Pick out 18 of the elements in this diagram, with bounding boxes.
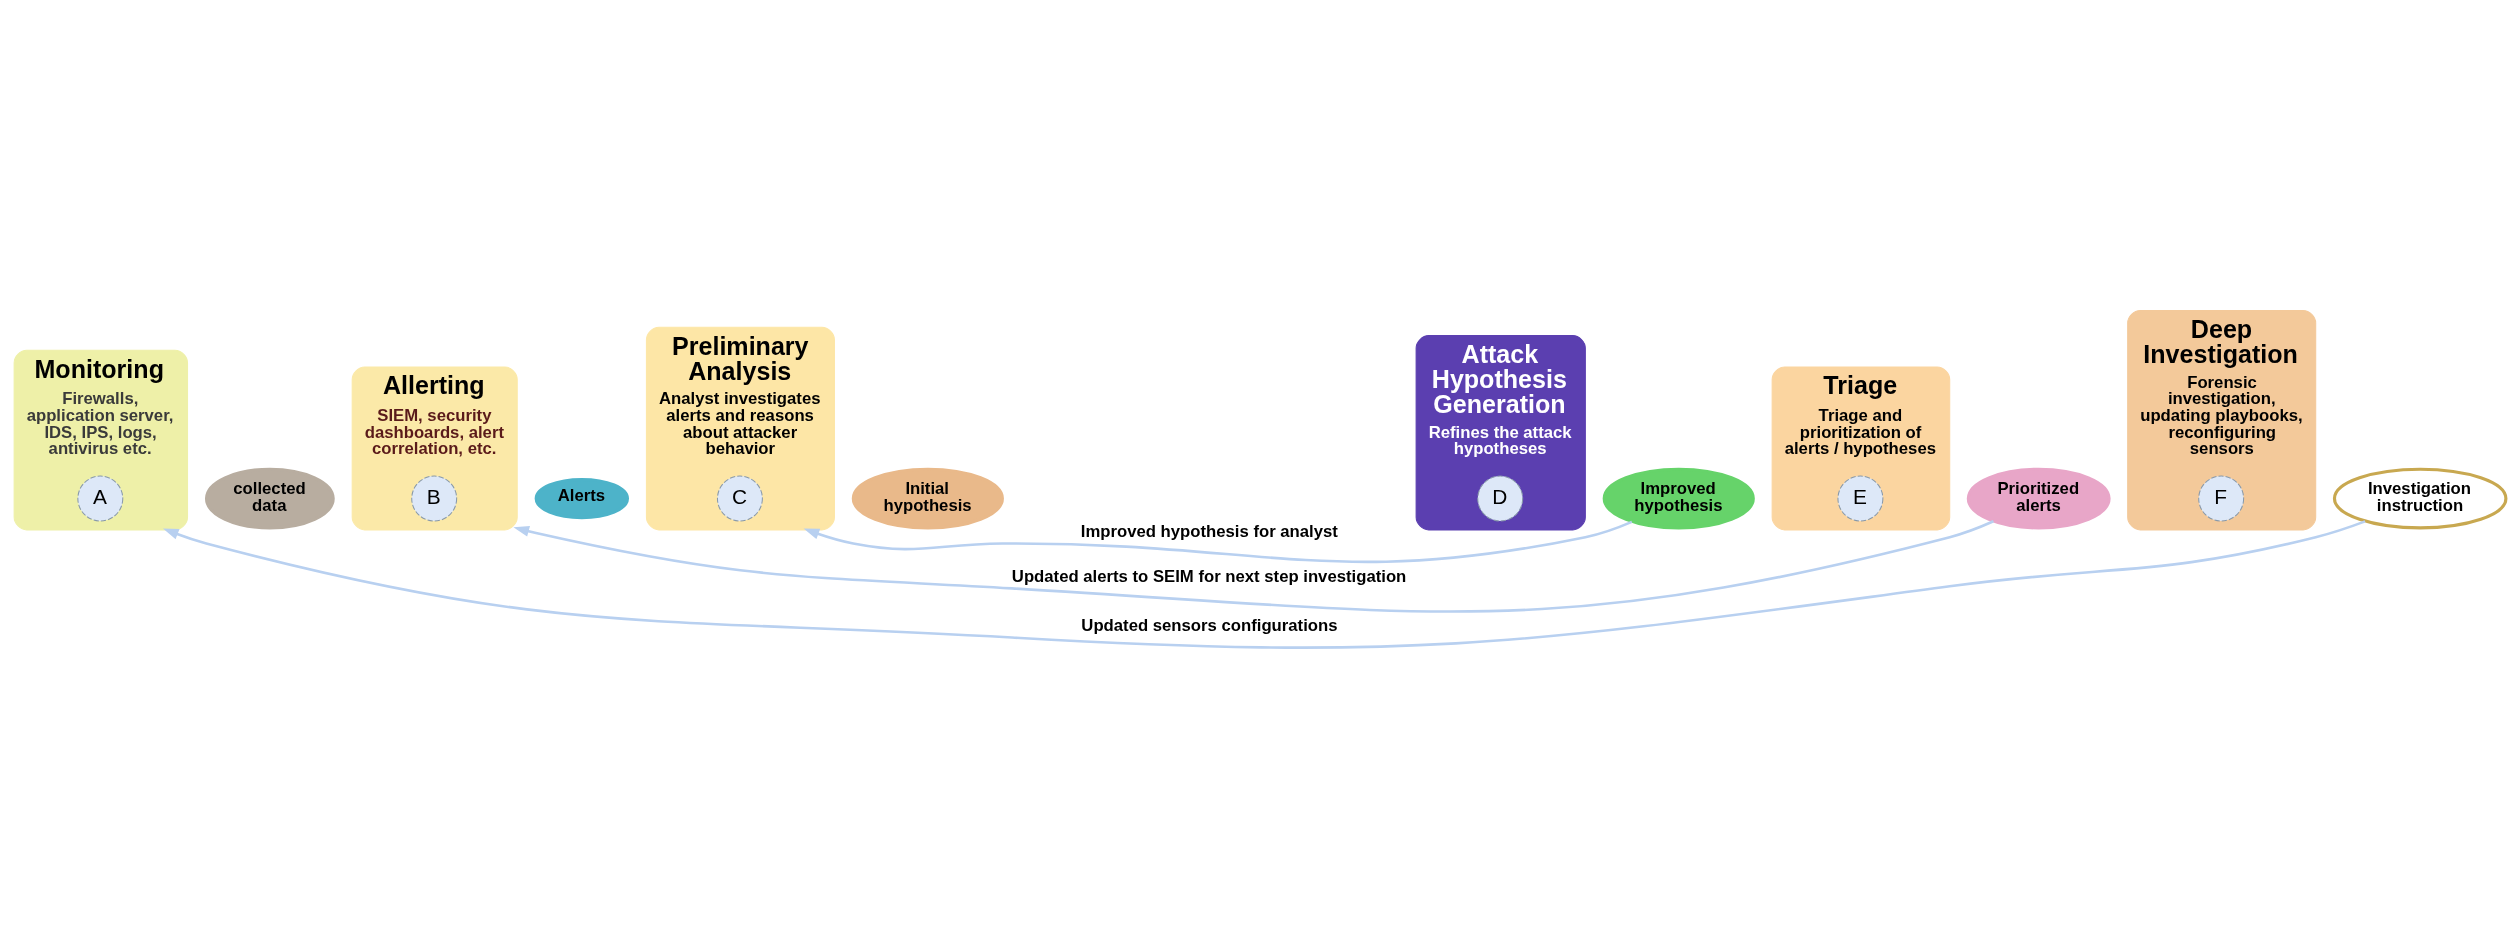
node-ellipse: Alerts: [534, 477, 629, 520]
node-circle: B: [410, 475, 457, 522]
node-ellipse: Initial hypothesis: [851, 467, 1004, 530]
edge-label: Updated sensors configurations: [1080, 616, 1337, 636]
node-circle: D: [1476, 475, 1523, 522]
node-ellipse: Improved hypothesis: [1602, 467, 1755, 530]
edge-label: Improved hypothesis for analyst: [1080, 522, 1338, 541]
node-circle: C: [716, 475, 763, 522]
node-ellipse: Investigation instruction: [2332, 467, 2507, 530]
node-circle: E: [1836, 475, 1883, 522]
node-circle: A: [76, 475, 123, 522]
arrow: [162, 520, 2366, 649]
node-circle: F: [2197, 475, 2244, 522]
node-ellipse: collected data: [204, 467, 335, 530]
node-ellipse: Prioritized alerts: [1966, 467, 2111, 530]
arrow: [803, 520, 1632, 564]
edge-label: Updated alerts to SEIM for next step investigation: [1011, 566, 1406, 586]
arrow: [512, 520, 1994, 613]
